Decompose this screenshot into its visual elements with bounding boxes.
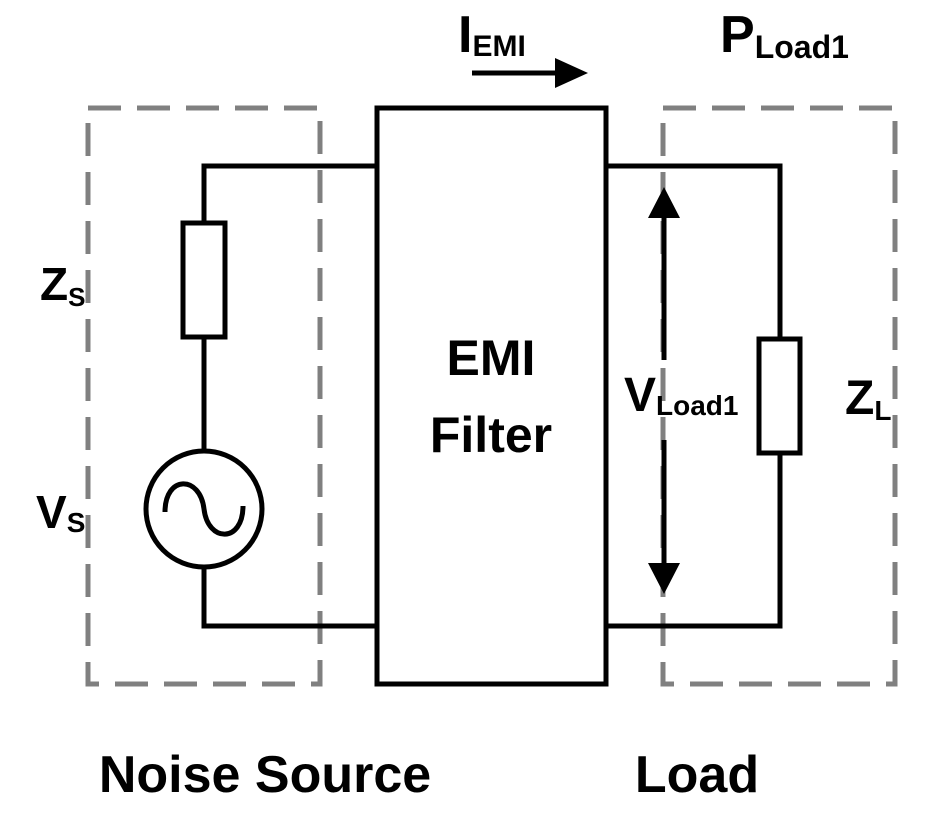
arrow-right-icon xyxy=(555,58,588,88)
source-impedance-resistor xyxy=(180,220,228,340)
wires xyxy=(201,163,783,629)
wire-source-top xyxy=(201,163,376,222)
arrow-up-icon xyxy=(648,187,680,218)
load-group-box xyxy=(660,105,898,687)
source-impedance-label: ZS xyxy=(40,258,85,312)
load-impedance-resistor xyxy=(756,336,803,456)
sine-wave-icon xyxy=(162,481,246,537)
emi-filter-label-line1: EMI xyxy=(447,330,536,386)
load-group-label: Load xyxy=(635,746,759,804)
wire-load-bottom xyxy=(606,454,783,629)
wire-source-bottom xyxy=(201,567,376,629)
emi-filter-block xyxy=(374,105,609,687)
emi-current-arrow xyxy=(472,58,588,88)
ac-voltage-source xyxy=(143,448,265,570)
load-power-label: PLoad1 xyxy=(720,6,849,65)
emi-current-label: IEMI xyxy=(458,6,526,64)
emi-filter-label-line2: Filter xyxy=(430,407,552,463)
wire-load-top xyxy=(606,163,783,338)
noise-source-group-label: Noise Source xyxy=(99,746,431,804)
noise-source-group-box xyxy=(85,105,323,687)
load-impedance-label: ZL xyxy=(845,372,891,426)
arrow-down-icon xyxy=(648,563,680,594)
load-voltage-arrow xyxy=(648,187,680,594)
load-voltage-label: VLoad1 xyxy=(624,369,738,422)
source-voltage-label: VS xyxy=(36,486,85,538)
